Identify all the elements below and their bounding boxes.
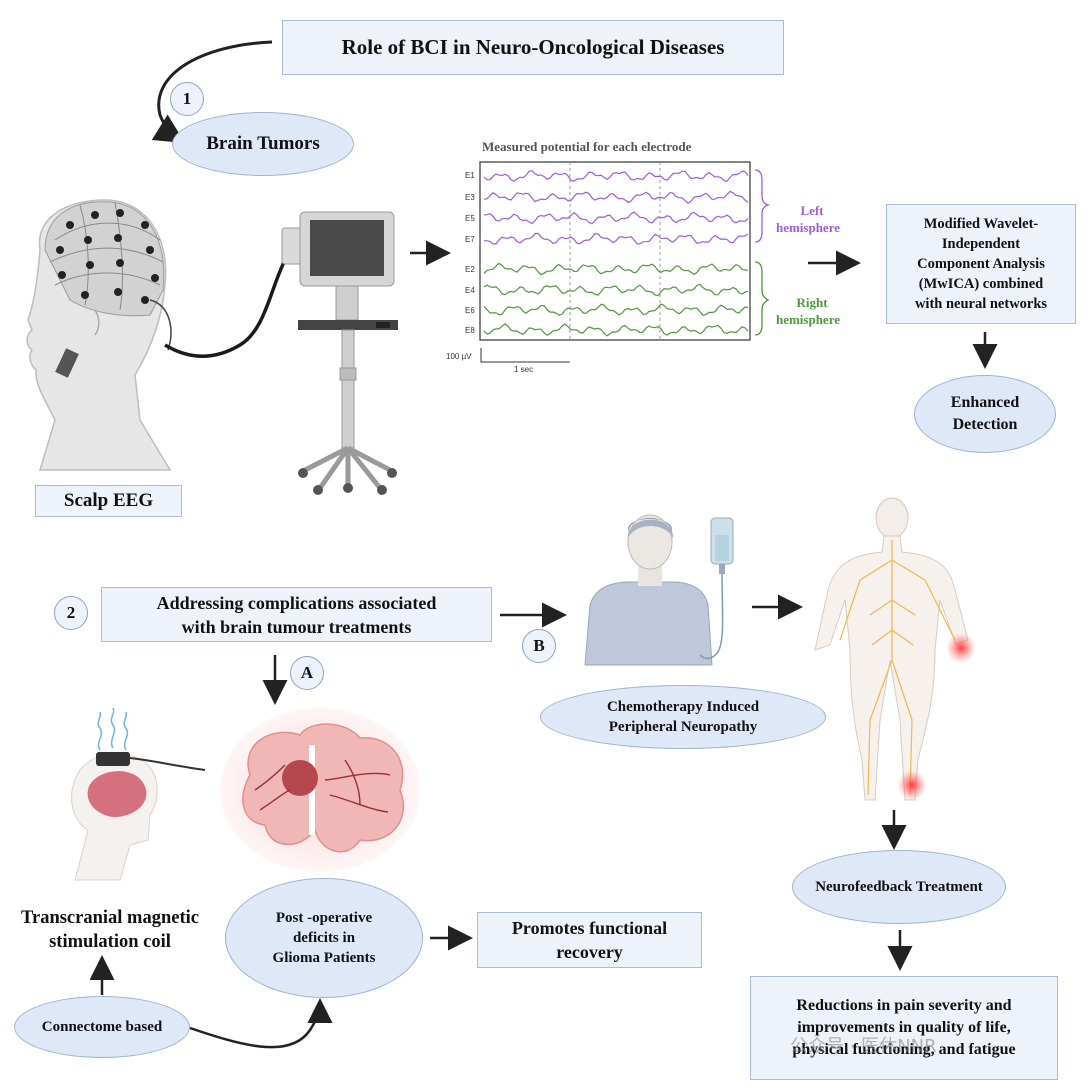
mwica-line-1: Modified Wavelet- xyxy=(923,216,1039,232)
electrode-label-e6: E6 xyxy=(465,306,475,315)
body-neuropathy-illustration xyxy=(814,497,976,801)
reductions-line-1: Reductions in pain severity and xyxy=(796,997,1012,1014)
addressing-box: Addressing complications associated with… xyxy=(101,587,492,642)
cipn-ellipse: Chemotherapy Induced Peripheral Neuropat… xyxy=(540,685,826,749)
eeg-traces xyxy=(483,170,749,337)
scale-time-label: 1 sec xyxy=(514,365,534,374)
mwica-line-5: with neural networks xyxy=(914,296,1048,312)
promotes-line-2: recovery xyxy=(556,942,623,962)
scale-voltage-label: 100 µV xyxy=(446,352,472,361)
branch-a-label: A xyxy=(300,663,314,682)
mwica-line-4: (MwICA) combined xyxy=(918,276,1044,292)
left-hemisphere-line-2: hemisphere xyxy=(775,220,841,235)
branch-b-label: B xyxy=(533,636,545,655)
left-hemisphere-line-1: Left xyxy=(800,203,824,218)
electrode-label-e3: E3 xyxy=(465,193,475,202)
arrow-connectome-to-postop xyxy=(189,998,333,1049)
right-brace xyxy=(754,261,770,336)
addressing-line-2: with brain tumour treatments xyxy=(181,616,412,637)
electrode-label-e8: E8 xyxy=(465,326,475,335)
watermark: 公众号 · 医休NNR xyxy=(790,1036,937,1057)
step-2-badge: 2 xyxy=(54,596,88,630)
addressing-line-1: Addressing complications associated xyxy=(156,592,437,613)
reductions-line-2: improvements in quality of life, xyxy=(797,1019,1011,1036)
glioma-brain-illustration xyxy=(220,708,420,872)
brain-tumors-ellipse: Brain Tumors xyxy=(172,112,354,176)
scalp-eeg-label: Scalp EEG xyxy=(63,490,154,511)
eeg-trace xyxy=(483,211,749,225)
cipn-line-1: Chemotherapy Induced xyxy=(606,699,760,715)
eeg-trace xyxy=(483,190,749,204)
postop-line-1: Post -operative xyxy=(275,910,373,926)
left-brace xyxy=(754,169,771,243)
eeg-trace xyxy=(483,283,749,297)
eeg-trace xyxy=(483,303,749,316)
brain-tumors-label: Brain Tumors xyxy=(206,133,320,154)
right-hemisphere-label: Right hemisphere xyxy=(772,294,852,328)
electrode-label-e1: E1 xyxy=(465,171,475,180)
eeg-trace xyxy=(483,170,749,182)
eeg-trace xyxy=(483,323,749,337)
mwica-box: Modified Wavelet- Independent Component … xyxy=(886,204,1076,324)
mwica-line-2: Independent xyxy=(941,236,1021,252)
tms-line-1: Transcranial magnetic xyxy=(21,908,199,928)
step-1-label: 1 xyxy=(182,89,192,108)
eeg-monitor-illustration xyxy=(281,211,398,495)
postop-ellipse: Post -operative deficits in Glioma Patie… xyxy=(225,878,423,998)
reductions-box: Reductions in pain severity and improvem… xyxy=(750,976,1058,1080)
eeg-cable xyxy=(164,259,287,358)
step-1-badge: 1 xyxy=(170,82,204,116)
tms-head-illustration xyxy=(71,707,206,881)
neurofeedback-ellipse: Neurofeedback Treatment xyxy=(792,850,1006,924)
electrode-label-e4: E4 xyxy=(465,286,475,295)
eeg-head-illustration xyxy=(26,199,172,471)
connectome-ellipse: Connectome based xyxy=(14,996,190,1058)
step-2-label: 2 xyxy=(66,603,76,622)
electrode-label-e5: E5 xyxy=(465,214,475,223)
scale-bar xyxy=(480,348,570,363)
enhanced-detection-ellipse: Enhanced Detection xyxy=(914,375,1056,453)
left-hemisphere-label: Left hemisphere xyxy=(772,202,852,236)
electrode-label-e2: E2 xyxy=(465,265,475,274)
branch-a-badge: A xyxy=(290,656,324,690)
title-box: Role of BCI in Neuro-Oncological Disease… xyxy=(282,20,784,75)
postop-line-3: Glioma Patients xyxy=(272,950,376,966)
branch-b-badge: B xyxy=(522,629,556,663)
right-hemisphere-line-2: hemisphere xyxy=(775,312,841,327)
patient-iv-illustration xyxy=(584,514,734,666)
electrode-label-e7: E7 xyxy=(465,235,475,244)
neurofeedback-label: Neurofeedback Treatment xyxy=(815,878,983,895)
cipn-line-2: Peripheral Neuropathy xyxy=(608,719,758,735)
eeg-trace xyxy=(483,262,749,276)
connectome-label: Connectome based xyxy=(41,1018,163,1035)
tms-line-2: stimulation coil xyxy=(49,932,171,952)
mwica-line-3: Component Analysis xyxy=(917,256,1045,272)
enhanced-line-1: Enhanced xyxy=(950,394,1020,411)
page-title: Role of BCI in Neuro-Oncological Disease… xyxy=(341,35,725,59)
promotes-box: Promotes functional recovery xyxy=(477,912,702,968)
eeg-trace xyxy=(483,232,749,245)
reductions-line-3: physical functioning, and fatigue xyxy=(792,1041,1016,1058)
eeg-chart-heading: Measured potential for each electrode xyxy=(482,139,692,154)
enhanced-line-2: Detection xyxy=(952,416,1018,433)
postop-line-2: deficits in xyxy=(292,930,356,946)
arrow-title-to-tumors xyxy=(151,40,273,144)
tms-label: Transcranial magnetic stimulation coil xyxy=(4,906,216,954)
right-hemisphere-line-1: Right xyxy=(796,295,828,310)
scalp-eeg-box: Scalp EEG xyxy=(35,485,182,517)
promotes-line-1: Promotes functional xyxy=(511,918,668,938)
